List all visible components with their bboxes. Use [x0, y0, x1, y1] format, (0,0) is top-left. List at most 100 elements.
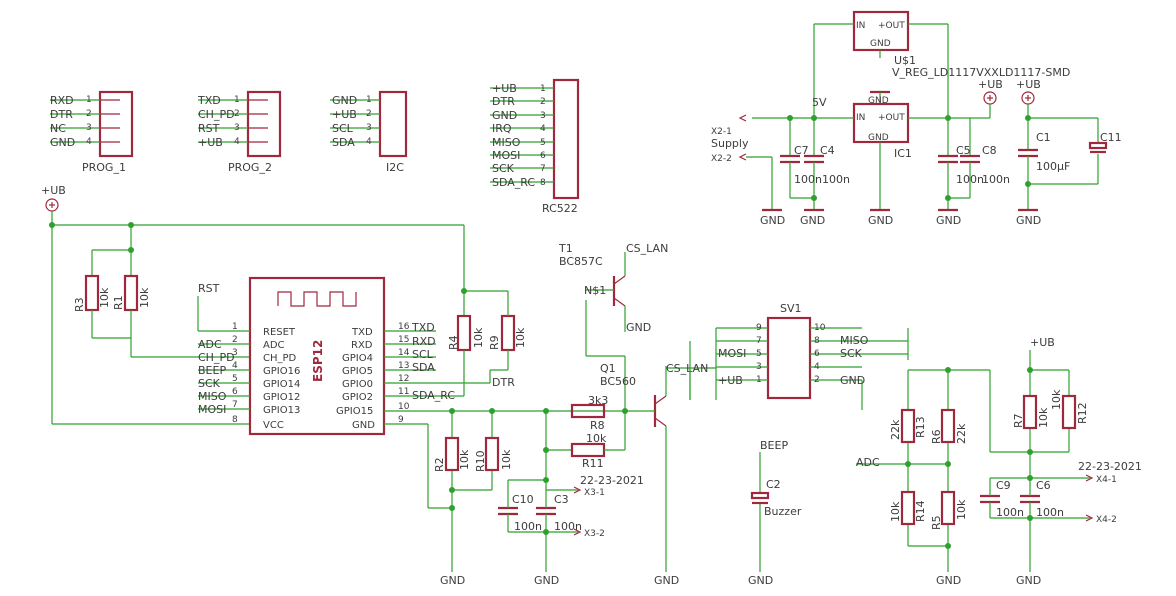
c8-value: 100n	[982, 173, 1010, 186]
i2c-header: GND +UB SCL SDA 1 2 3 4 I2C	[330, 90, 408, 174]
c9-capacitor: C9 100n	[980, 479, 1024, 519]
prog1-pin1: RXD	[50, 94, 74, 107]
esp-lpin8: VCC	[263, 420, 284, 431]
c3-capacitor: C3 100n	[536, 493, 582, 533]
r6-value: 22k	[955, 423, 968, 444]
esp-lpin6: GPIO12	[263, 392, 300, 403]
c11-label: C11	[1100, 131, 1122, 144]
r1-value: 10k	[138, 287, 151, 308]
q1-transistor: Q1 BC560 CS_LAN GND	[585, 300, 716, 587]
esp-lnum6: 6	[232, 387, 238, 397]
esp-rnum5: 12	[398, 374, 409, 384]
reg-mid-gnd: GND	[868, 96, 889, 106]
sv1-lnum1: 9	[756, 323, 762, 333]
esp-rpin5: GPIO0	[342, 379, 373, 390]
c2-buzzer: BEEP C2 Buzzer GND	[748, 439, 802, 587]
r4-value: 10k	[472, 327, 485, 348]
r1-resistor: R1 10k	[112, 274, 250, 358]
c9-label: C9	[996, 479, 1011, 492]
r11-value: 10k	[586, 432, 607, 445]
c10-value: 100n	[514, 520, 542, 533]
esp-rpin4: GPIO5	[342, 366, 373, 377]
r4-resistor: R4 10k	[447, 314, 485, 396]
c8-label: C8	[982, 144, 997, 157]
sv1-connector: 9 7 5 3 1 10 8 6 4 2 MOSI +UB MISO SCK G…	[689, 302, 909, 410]
gnd-r2: GND	[440, 574, 465, 587]
c2-label: C2	[766, 478, 781, 491]
rc522-pin2: DTR	[492, 95, 515, 108]
esp-rnum1: 16	[398, 322, 410, 332]
c2-value: Buzzer	[764, 505, 802, 518]
c6-label: C6	[1036, 479, 1051, 492]
sv1-lnum2: 7	[756, 336, 762, 346]
sv1-rnet2: MISO	[840, 334, 869, 347]
rc522-num7: 7	[540, 164, 546, 174]
r10-value: 10k	[500, 449, 513, 470]
r14-value: 10k	[889, 501, 902, 522]
prog2-pin4: +UB	[198, 136, 223, 149]
esp-dtr-label: DTR	[492, 376, 515, 389]
r9-value: 10k	[514, 327, 527, 348]
r10-label: R10	[474, 450, 487, 472]
r2-value: 10k	[458, 449, 471, 470]
i2c-num3: 3	[366, 123, 372, 133]
esp-lnum3: 3	[232, 348, 238, 358]
sv1-rnum5: 2	[814, 375, 820, 385]
prog2-name: PROG_2	[228, 161, 272, 174]
esp-rst-label: RST	[198, 282, 220, 295]
r6-label: R6	[930, 429, 943, 444]
esp-lnet7: MOSI	[198, 403, 226, 416]
r5-value: 10k	[955, 499, 968, 520]
date1-label: 22-23-2021	[580, 474, 644, 487]
esp-rnet3: SCL	[412, 348, 434, 361]
sv1-lnet5: +UB	[718, 374, 743, 387]
i2c-num4: 4	[366, 137, 372, 147]
esp12-left-pins: RESET ADC CH_PD GPIO16 GPIO14 GPIO12 GPI…	[198, 322, 300, 431]
esp-lpin2: ADC	[263, 340, 285, 351]
rc522-num6: 6	[540, 151, 546, 161]
c1-label: C1	[1036, 131, 1051, 144]
ub-c1-label: +UB	[1016, 78, 1041, 91]
sv1-lnum4: 3	[756, 362, 762, 372]
gnd-c2: GND	[748, 574, 773, 587]
r7-value: 10k	[1037, 407, 1050, 428]
t1-transistor: T1 BC857C CS_LAN N$1 GND	[558, 242, 668, 334]
date2-label: 22-23-2021	[1078, 460, 1142, 473]
sv1-rnum4: 4	[814, 362, 820, 372]
t1-net-em: GND	[626, 321, 651, 334]
rc522-num8: 8	[540, 178, 546, 188]
gnd-q1: GND	[654, 574, 679, 587]
rc522-header: +UB DTR GND IRQ MISO MOSI SCK SDA_RC 1 2…	[490, 78, 580, 215]
x42-label: X4-2	[1096, 515, 1117, 525]
esp-rnum8: 9	[398, 415, 404, 425]
rc522-pin4: IRQ	[492, 122, 512, 135]
q1-label: Q1	[600, 362, 616, 375]
c6-capacitor: C6 100n	[1020, 479, 1064, 519]
esp-lpin4: GPIO16	[263, 366, 300, 377]
c4-value: 100n	[822, 173, 850, 186]
gnd-c3: GND	[534, 574, 559, 587]
rc522-pin1: +UB	[492, 82, 517, 95]
esp-lnum8: 8	[232, 415, 238, 425]
r3-resistor: R3 10k	[73, 274, 131, 339]
c9-value: 100n	[996, 506, 1024, 519]
prog2-header: TXD CH_PD RST +UB 1 2 3 4 PROG_2	[197, 90, 282, 174]
sv1-rnet3: SCK	[840, 347, 863, 360]
rc522-num1: 1	[540, 84, 546, 94]
sv1-rnum1: 10	[814, 323, 826, 333]
reg2-out: +OUT	[878, 113, 905, 123]
i2c-pin4: SDA	[332, 136, 355, 149]
prog1-num4: 4	[86, 137, 92, 147]
right-divider: +UB X4-1 X4-2 22-23-2021 GND	[989, 336, 1142, 587]
esp-lpin5: GPIO14	[263, 379, 300, 390]
r14-resistor: 10k R14	[889, 490, 927, 526]
gnd-c1: GND	[1016, 214, 1041, 227]
reg1-value: V_REG_LD1117VXXLD1117-SMD	[892, 66, 1070, 79]
x41-label: X4-1	[1096, 475, 1117, 485]
reg1-in: IN	[856, 21, 865, 31]
r9-label: R9	[488, 335, 501, 350]
gnd-c6: GND	[1016, 574, 1041, 587]
q1-value: BC560	[600, 375, 636, 388]
c10-capacitor: C10 100n	[498, 493, 542, 533]
x31-label: X3-1	[584, 488, 605, 498]
